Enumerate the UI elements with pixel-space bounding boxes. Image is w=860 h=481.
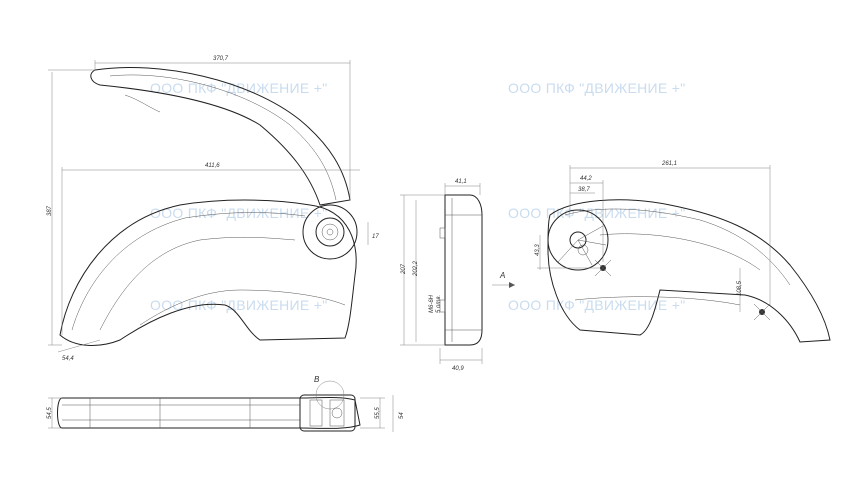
watermark-low-right: ООО ПКФ "ДВИЖЕНИЕ +" [508, 297, 686, 313]
watermark-top-left: ООО ПКФ "ДВИЖЕНИЕ +" [150, 80, 328, 96]
front-total-height: 207 [401, 263, 407, 275]
rear-d3: 43,3 [535, 244, 541, 256]
front-view: 41,1 207 202,2 M6-6H 5 отв. 40,9 A [400, 179, 515, 372]
plan-left-height: 54,5 [47, 407, 53, 419]
plan-view: B 54,5 55,5 54 [47, 375, 405, 432]
rear-width: 261,1 [661, 161, 677, 167]
front-top-width: 41,1 [455, 179, 467, 185]
side-height: 387 [47, 205, 53, 216]
view-label-a: A [499, 271, 505, 280]
watermark-mid-right: ООО ПКФ "ДВИЖЕНИЕ +" [508, 205, 686, 221]
rear-view: 261,1 44,2 38,7 43,3 108,5 [535, 161, 831, 343]
front-bottom-width: 40,9 [452, 366, 464, 372]
front-inner-height: 202,2 [413, 260, 419, 277]
watermark-top-right: ООО ПКФ "ДВИЖЕНИЕ +" [508, 80, 686, 96]
front-thread: 5 отв. [436, 295, 442, 313]
plan-right-height: 55,5 [375, 407, 381, 419]
side-tip: 54,4 [62, 356, 74, 362]
mount-point-lower [753, 303, 771, 321]
side-view: 370,7 411,6 387 17 54,4 [47, 56, 379, 362]
rear-d2: 38,7 [578, 187, 590, 193]
side-width-base: 411,6 [205, 163, 220, 169]
side-width-top: 370,7 [213, 56, 229, 62]
plan-total-height: 54 [399, 412, 405, 419]
rear-d4: 108,5 [737, 280, 743, 296]
front-bolt: M6-6H [429, 294, 435, 313]
side-offset: 17 [372, 234, 379, 240]
detail-label-b: B [314, 375, 320, 384]
watermark-low-left: ООО ПКФ "ДВИЖЕНИЕ +" [150, 297, 328, 313]
rear-d1: 44,2 [580, 176, 592, 182]
mount-point-upper [594, 259, 612, 277]
